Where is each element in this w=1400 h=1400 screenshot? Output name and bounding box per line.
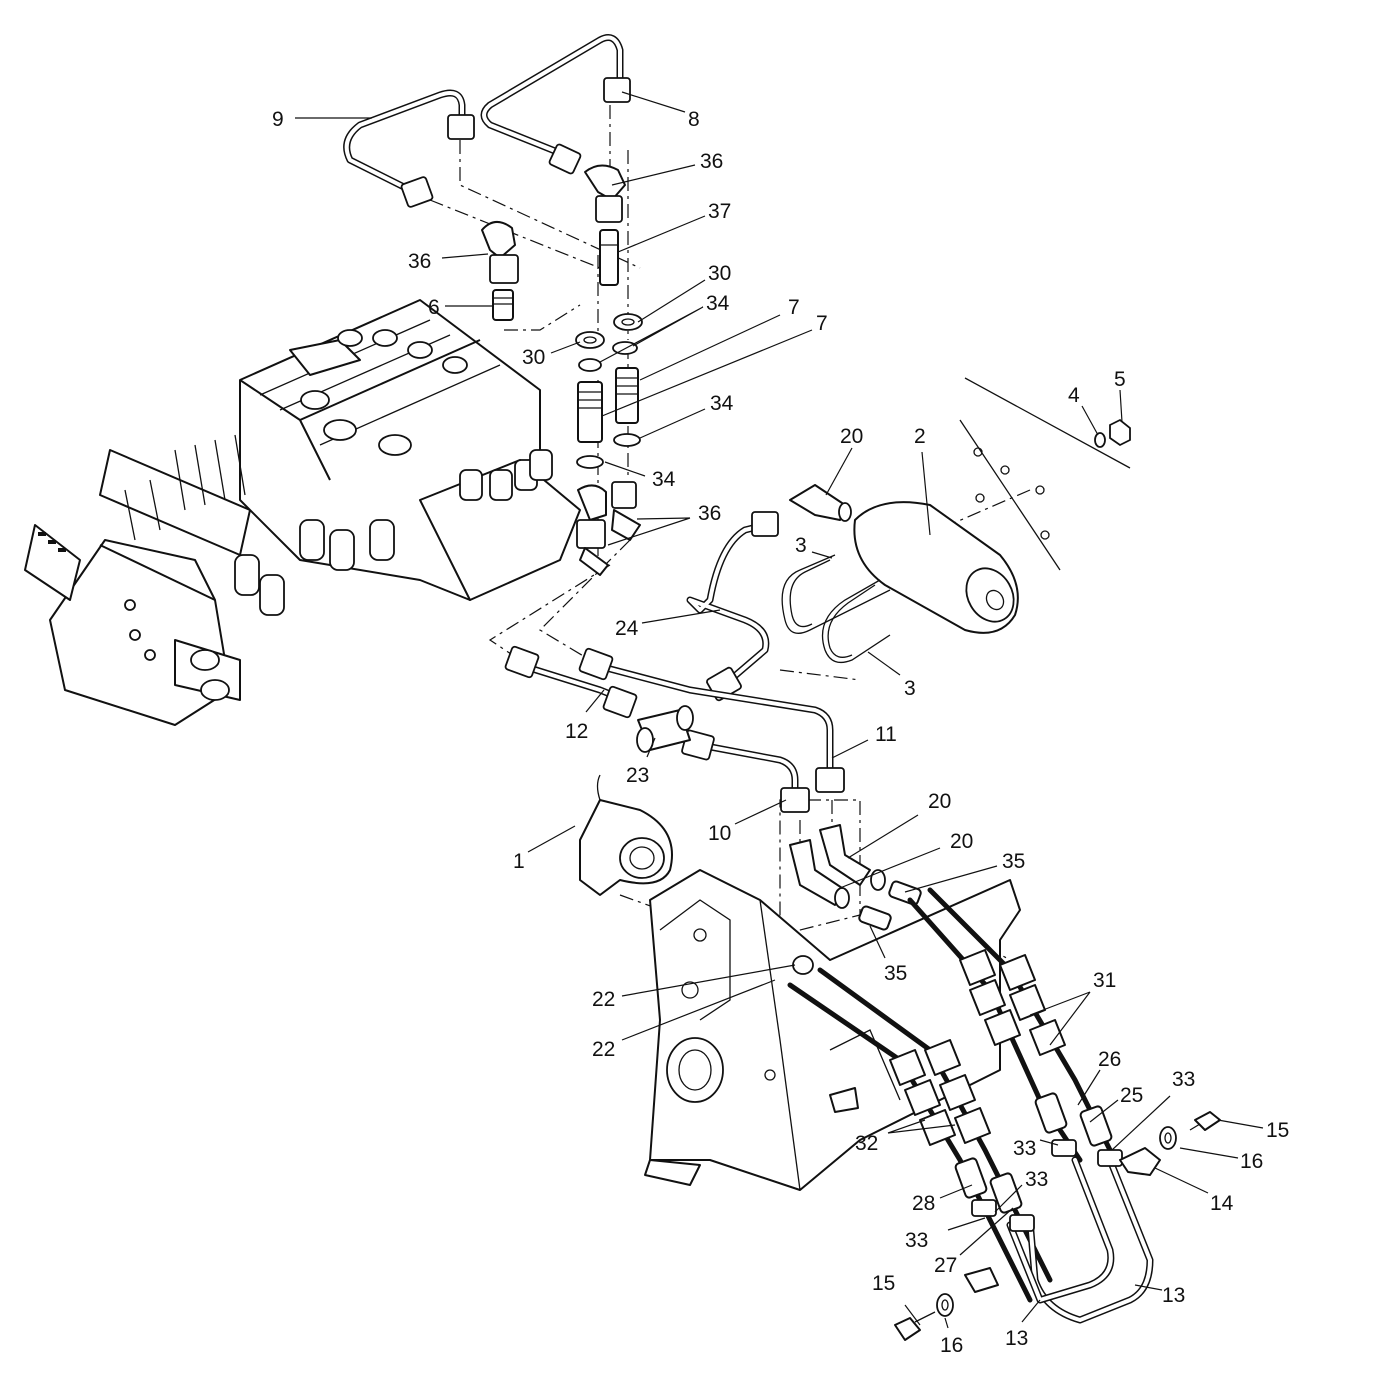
callout-11: 11 — [875, 723, 897, 746]
callout-13: 13 — [1162, 1284, 1185, 1307]
leader-lines — [295, 91, 1264, 1329]
callout-24: 24 — [615, 617, 639, 640]
callout-23: 23 — [626, 764, 649, 787]
callout-4: 4 — [1068, 384, 1080, 407]
hose-guard-31 — [959, 949, 1066, 1056]
callout-22: 22 — [592, 988, 615, 1011]
callout-26: 26 — [1098, 1048, 1121, 1071]
callout-12: 12 — [565, 720, 588, 743]
callout-34: 34 — [652, 468, 676, 491]
callout-10: 10 — [708, 822, 731, 845]
tube-8 — [480, 34, 631, 175]
callout-3: 3 — [795, 534, 807, 557]
tube-10 — [681, 729, 810, 813]
callout-1: 1 — [513, 850, 525, 873]
callout-28: 28 — [912, 1192, 935, 1215]
seal-34-lower — [576, 433, 641, 469]
accumulator-2 — [853, 501, 1019, 634]
callout-34: 34 — [706, 292, 730, 315]
callout-20: 20 — [840, 425, 863, 448]
nut-5 — [1109, 418, 1131, 447]
callout-3: 3 — [904, 677, 916, 700]
fitting-elbow-20-lower — [789, 824, 886, 909]
tube-12 — [504, 645, 638, 719]
fitting-tee-23 — [636, 705, 694, 753]
callout-33: 33 — [1172, 1068, 1195, 1091]
callout-35: 35 — [884, 962, 907, 985]
adapter-7-right — [615, 367, 639, 424]
callout-36: 36 — [408, 250, 431, 273]
callout-34: 34 — [710, 392, 734, 415]
callout-36: 36 — [698, 502, 721, 525]
bolt-15-right — [1189, 1111, 1221, 1131]
clamp-14 — [964, 1147, 1161, 1293]
callout-30: 30 — [708, 262, 731, 285]
nut-30-left — [575, 331, 605, 349]
fitting-elbow-36-upper — [584, 164, 626, 223]
callout-15: 15 — [1266, 1119, 1289, 1142]
callout-20: 20 — [950, 830, 973, 853]
callout-36: 36 — [700, 150, 723, 173]
fitting-elbow-20-upper — [789, 484, 852, 522]
washer-16-left — [936, 1293, 954, 1317]
mounting-plate — [959, 377, 1131, 571]
washer-16-right — [1159, 1126, 1177, 1150]
pivot-bracket-1 — [579, 774, 673, 896]
callout-7: 7 — [788, 296, 800, 319]
control-valve-block — [24, 299, 581, 726]
callout-33: 33 — [1025, 1168, 1048, 1191]
clamp-3-upper — [781, 554, 891, 634]
tube-9 — [343, 89, 475, 208]
callout-35: 35 — [1002, 850, 1025, 873]
callout-33: 33 — [905, 1229, 928, 1252]
hose-end-fittings — [954, 1092, 1123, 1232]
bolt-15-left — [894, 1311, 936, 1341]
callout-22: 22 — [592, 1038, 615, 1061]
callout-25: 25 — [1120, 1084, 1143, 1107]
hose-guard-32 — [889, 1039, 991, 1146]
tube-24 — [686, 511, 779, 702]
callout-16: 16 — [940, 1334, 963, 1357]
callout-37: 37 — [708, 200, 731, 223]
callout-8: 8 — [688, 108, 700, 131]
callout-labels: 9 8 36 37 36 6 30 34 7 7 30 34 34 36 5 4… — [272, 108, 1289, 1357]
nut-30-right — [613, 313, 643, 331]
washer-4 — [1094, 432, 1106, 448]
callout-7: 7 — [816, 312, 828, 335]
callout-9: 9 — [272, 108, 284, 131]
callout-16: 16 — [1240, 1150, 1263, 1173]
callout-31: 31 — [1093, 969, 1116, 992]
callout-20: 20 — [928, 790, 951, 813]
callout-27: 27 — [934, 1254, 957, 1277]
callout-13: 13 — [1005, 1327, 1028, 1350]
adapter-7-left — [577, 381, 603, 443]
callout-30: 30 — [522, 346, 545, 369]
callout-15: 15 — [872, 1272, 895, 1295]
fitting-elbow-36-left — [481, 221, 519, 284]
fitting-elbow-36-lower — [576, 481, 641, 576]
clamp-3-lower — [821, 579, 891, 664]
callout-33: 33 — [1013, 1137, 1036, 1160]
fitting-adapter-6 — [492, 289, 514, 321]
callout-14: 14 — [1210, 1192, 1234, 1215]
tube-11 — [578, 647, 845, 793]
callout-32: 32 — [855, 1132, 878, 1155]
fitting-adapter-37 — [599, 229, 619, 286]
callout-5: 5 — [1114, 368, 1126, 391]
adapter-35 — [858, 880, 922, 931]
callout-6: 6 — [428, 296, 440, 319]
callout-2: 2 — [914, 425, 926, 448]
